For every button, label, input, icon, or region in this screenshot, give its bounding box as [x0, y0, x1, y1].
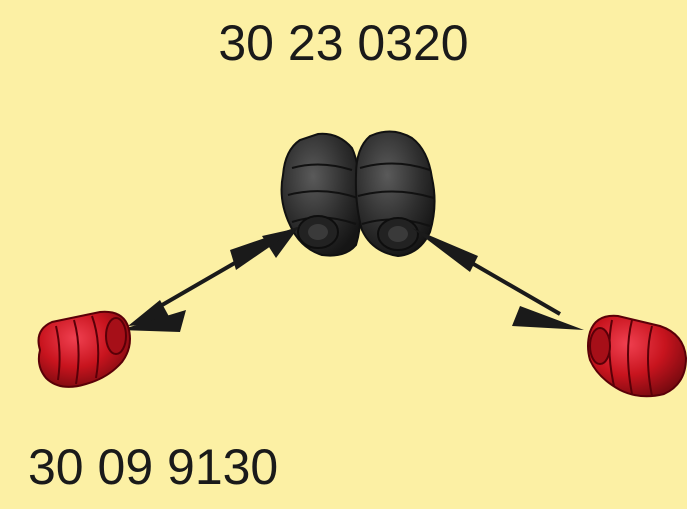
- left-red-part-icon: [37, 310, 131, 388]
- bottom-part-number: 30 09 9130: [28, 439, 279, 495]
- right-red-part-icon: [587, 314, 687, 398]
- left-arrow-icon: [120, 226, 300, 332]
- center-part-icon: [280, 130, 436, 258]
- right-arrow-icon: [412, 228, 584, 330]
- top-part-number: 30 23 0320: [218, 15, 469, 71]
